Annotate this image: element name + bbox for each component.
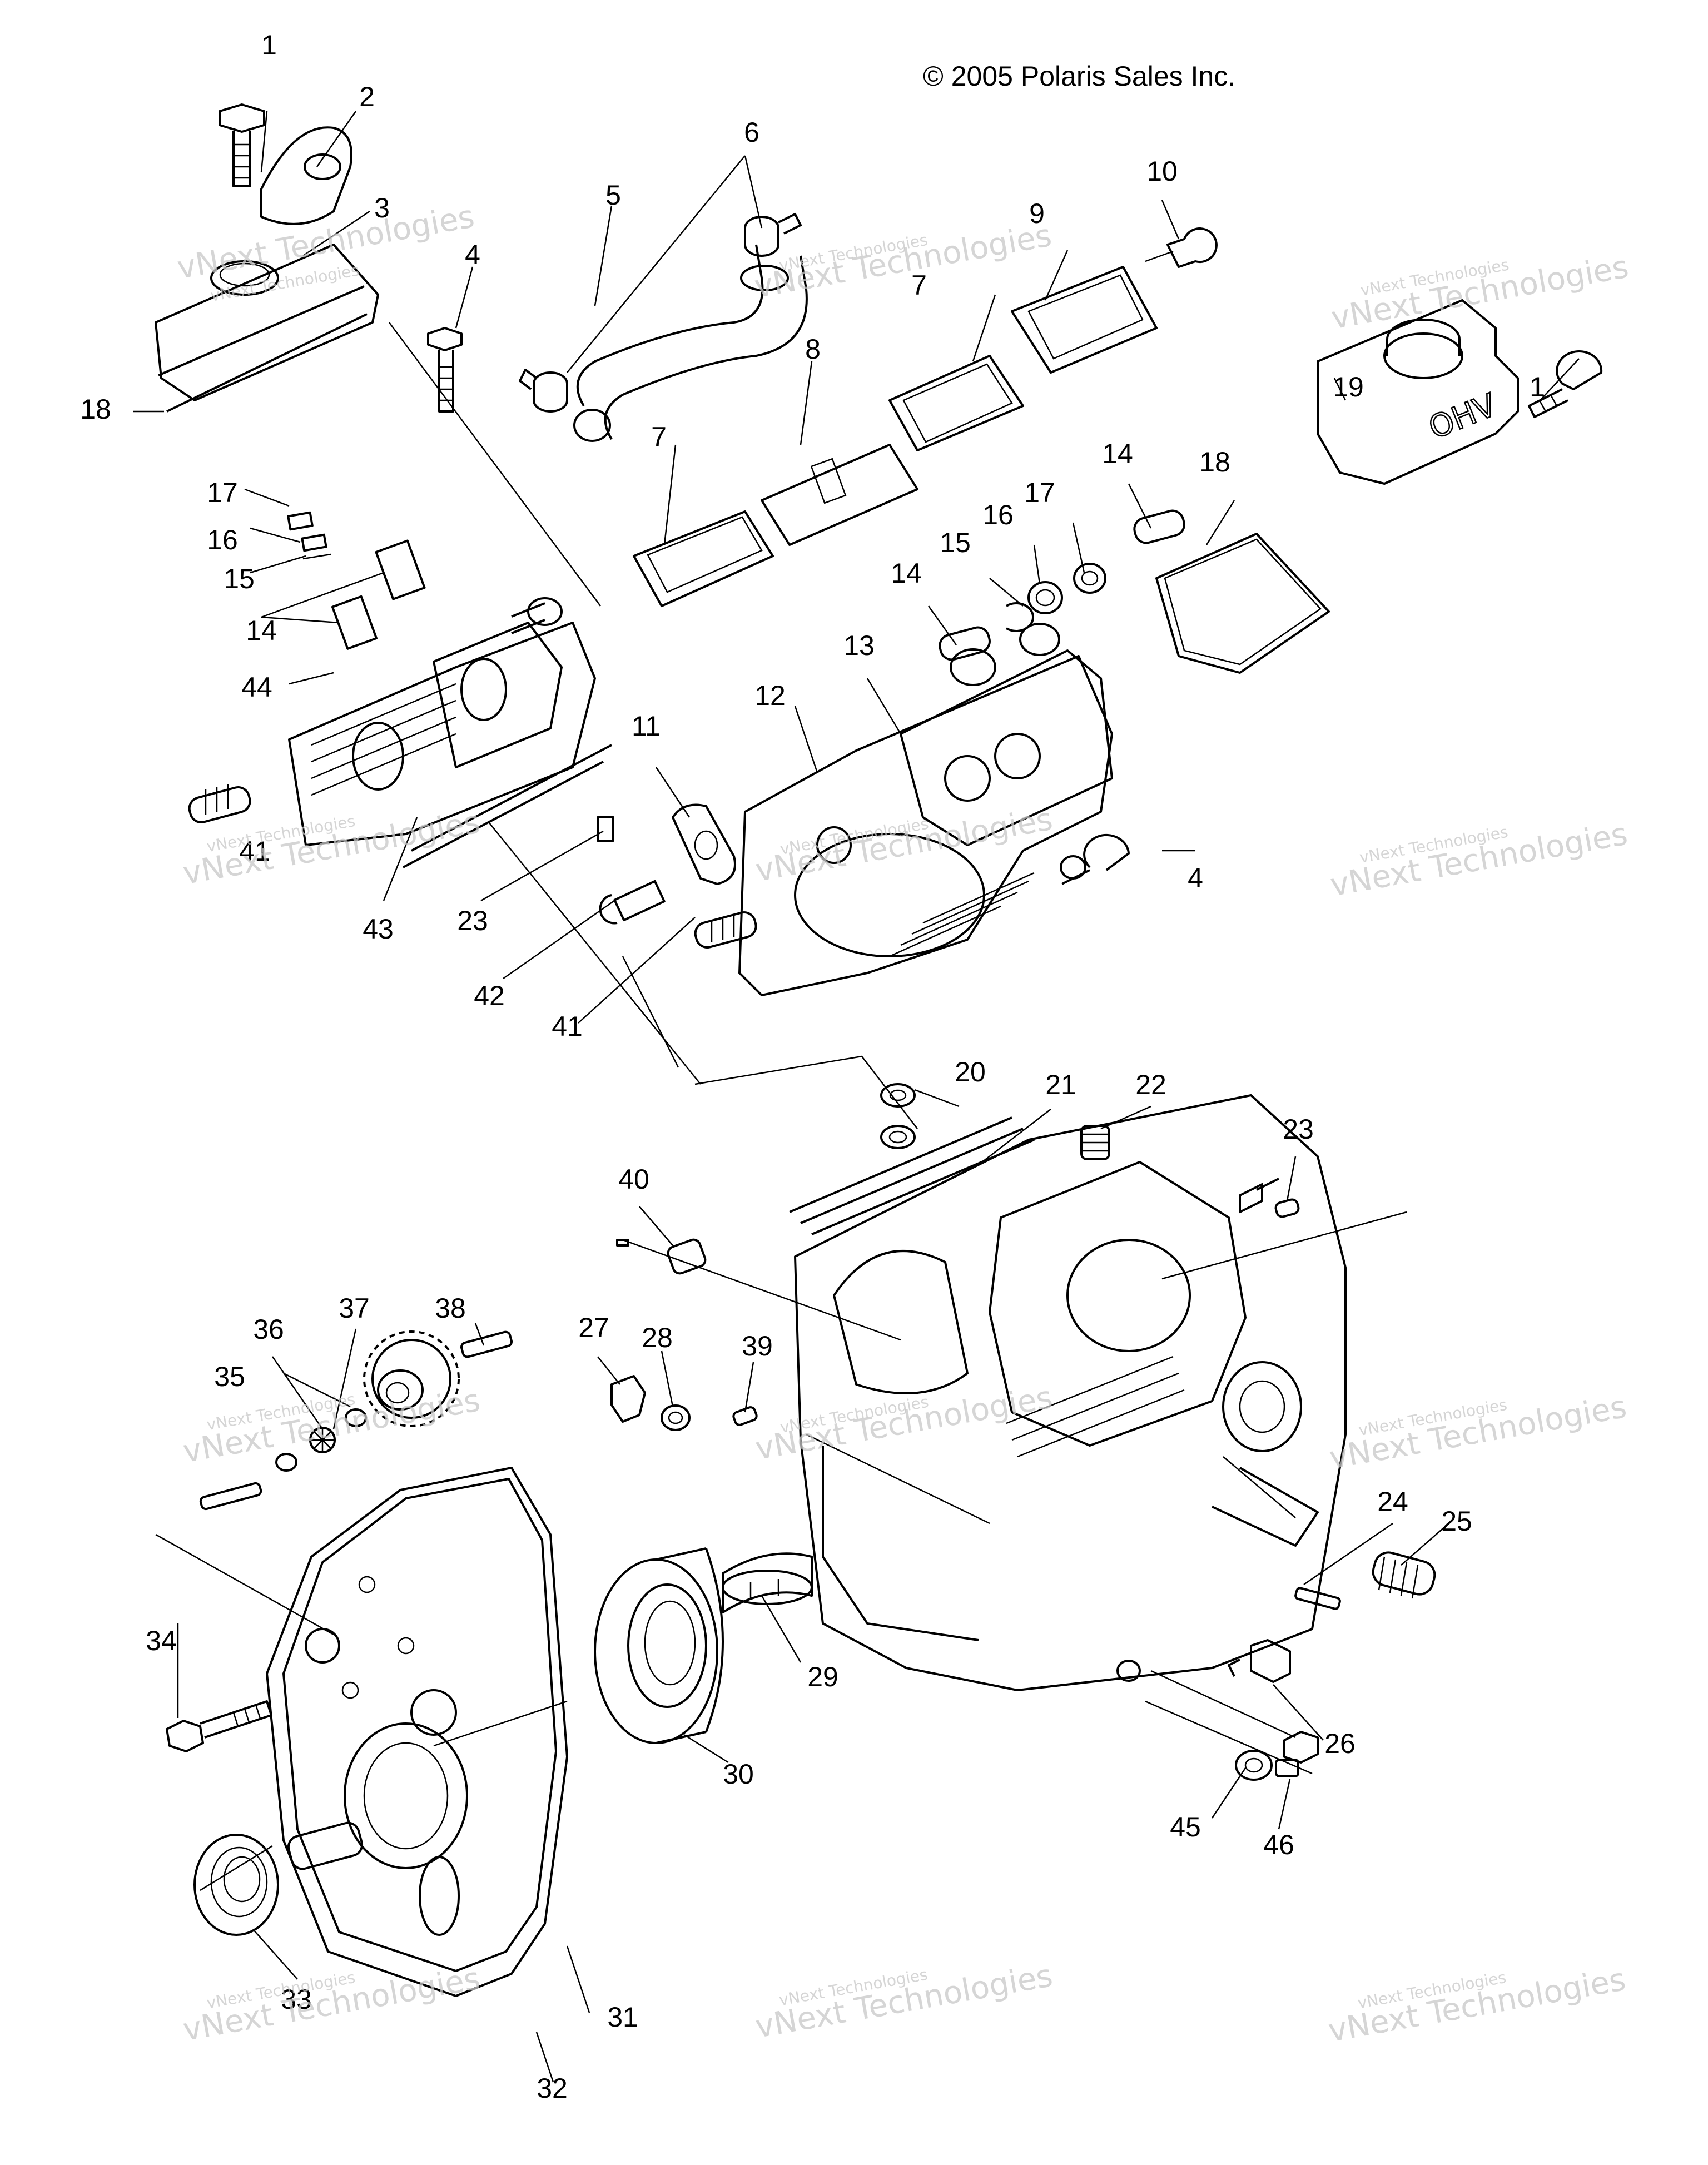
valve-springs bbox=[287, 509, 1185, 661]
front-cylinder-head bbox=[738, 623, 1130, 996]
callout-18b: 18 bbox=[1199, 446, 1230, 478]
callout-15b: 15 bbox=[940, 527, 971, 558]
drain-and-sensor bbox=[1228, 1639, 1319, 1781]
callout-10: 10 bbox=[1146, 156, 1178, 187]
callout-7: 7 bbox=[911, 270, 927, 301]
callout-14c: 14 bbox=[246, 615, 277, 646]
callout-12: 12 bbox=[754, 680, 786, 711]
rear-valve-cover bbox=[155, 103, 379, 413]
callout-11: 11 bbox=[632, 711, 661, 742]
callout-35: 35 bbox=[214, 1361, 245, 1392]
bolt-34 bbox=[166, 1700, 272, 1752]
callout-19: 19 bbox=[1333, 371, 1364, 403]
callout-37: 37 bbox=[339, 1293, 370, 1324]
studs-41 bbox=[188, 784, 757, 949]
dowel-and-gasket bbox=[403, 744, 614, 868]
callout-44: 44 bbox=[241, 672, 272, 703]
callout-9: 9 bbox=[1029, 198, 1045, 229]
callout-7b: 7 bbox=[651, 421, 667, 453]
callout-13: 13 bbox=[843, 630, 875, 661]
callout-8: 8 bbox=[805, 334, 821, 365]
callout-17: 17 bbox=[207, 477, 238, 508]
callout-1: 1 bbox=[261, 29, 277, 61]
callout-45: 45 bbox=[1170, 1811, 1201, 1843]
governor-gear bbox=[275, 1330, 513, 1472]
watermarks: vNext Technologies vNext Technologies vN… bbox=[175, 198, 1631, 2049]
callout-38: 38 bbox=[435, 1293, 466, 1324]
callout-23: 23 bbox=[457, 905, 488, 936]
oil-seal bbox=[193, 1834, 279, 1936]
callout-32: 32 bbox=[537, 2073, 568, 2104]
callout-24: 24 bbox=[1377, 1486, 1408, 1517]
callout-4: 4 bbox=[465, 239, 480, 270]
watermark-large: vNext Technologies bbox=[752, 217, 1054, 305]
callout-6: 6 bbox=[744, 117, 759, 148]
spring-25 bbox=[1294, 1551, 1436, 1610]
callout-3: 3 bbox=[374, 192, 390, 224]
callout-36: 36 bbox=[253, 1314, 284, 1345]
callout-16b: 16 bbox=[982, 499, 1014, 530]
svg-text:OHV: OHV bbox=[1424, 387, 1502, 446]
callout-22: 22 bbox=[1135, 1069, 1166, 1100]
callout-39: 39 bbox=[742, 1330, 773, 1362]
callout-14b: 14 bbox=[891, 558, 922, 589]
crankcase-small-parts bbox=[610, 1083, 1300, 1431]
gasket-11-bolt-42 bbox=[599, 803, 736, 925]
callout-28: 28 bbox=[642, 1322, 673, 1353]
callout-46: 46 bbox=[1263, 1829, 1294, 1860]
callout-43: 43 bbox=[363, 913, 394, 945]
breather-plates bbox=[633, 227, 1218, 607]
callout-23b: 23 bbox=[1283, 1114, 1314, 1145]
callout-40: 40 bbox=[618, 1164, 649, 1195]
callout-2: 2 bbox=[359, 81, 375, 112]
callout-26: 26 bbox=[1324, 1728, 1356, 1759]
shaft-pin bbox=[199, 1482, 262, 1511]
front-valve-cover: OHV bbox=[1155, 299, 1603, 674]
callout-17b: 17 bbox=[1024, 477, 1055, 508]
callout-14: 14 bbox=[1102, 438, 1133, 469]
callout-29: 29 bbox=[807, 1661, 838, 1692]
callout-25: 25 bbox=[1441, 1506, 1472, 1537]
bearing bbox=[594, 1547, 724, 1744]
callout-21: 21 bbox=[1045, 1069, 1076, 1100]
part-drawings: OHV bbox=[155, 103, 1603, 1997]
callout-30: 30 bbox=[723, 1759, 754, 1790]
callout-42: 42 bbox=[474, 980, 505, 1011]
callout-33: 33 bbox=[281, 1984, 312, 2015]
callout-4b: 4 bbox=[1188, 862, 1203, 893]
callout-20: 20 bbox=[955, 1056, 986, 1088]
crankcase bbox=[789, 1094, 1347, 1691]
bolt-4-upper bbox=[427, 327, 463, 413]
crankcase-cover bbox=[266, 1467, 568, 1997]
callout-15: 15 bbox=[224, 563, 255, 594]
callout-5: 5 bbox=[605, 180, 621, 211]
callout-16: 16 bbox=[207, 524, 238, 555]
rear-cylinder-head bbox=[288, 597, 596, 846]
callout-27: 27 bbox=[578, 1312, 609, 1343]
callout-numbers: 1 2 3 4 5 6 7 8 9 10 7 19 1 14 18 17 16 … bbox=[80, 29, 1545, 2104]
copyright-notice: © 2005 Polaris Sales Inc. bbox=[923, 61, 1236, 92]
callout-34: 34 bbox=[146, 1625, 177, 1656]
callout-18: 18 bbox=[80, 394, 111, 425]
watermark-large: vNext Technologies bbox=[753, 801, 1055, 889]
callout-31: 31 bbox=[607, 2002, 638, 2033]
bushing bbox=[722, 1552, 813, 1613]
leader-lines bbox=[133, 111, 1580, 2083]
callout-1b: 1 bbox=[1530, 371, 1545, 403]
breather-hose bbox=[519, 213, 808, 442]
callout-41b: 41 bbox=[552, 1011, 583, 1042]
callout-41: 41 bbox=[239, 836, 270, 867]
